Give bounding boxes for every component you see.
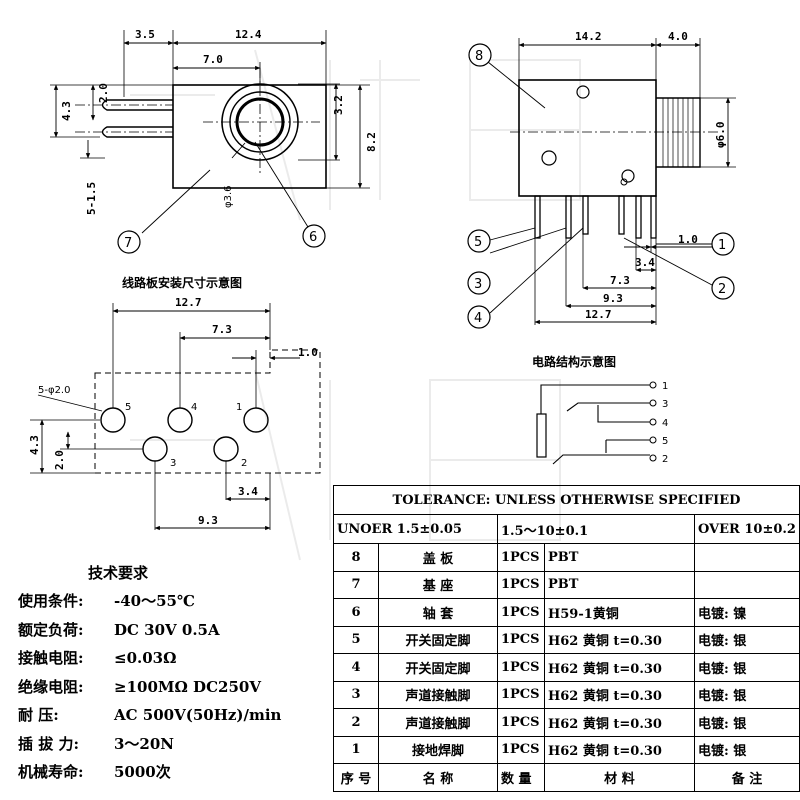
pcb-hole-4: [167, 407, 193, 433]
pcb-dim-4-3: 4.3: [28, 435, 41, 455]
pcb-dim-3-4: 3.4: [238, 485, 258, 498]
circuit-pin-3: 3: [662, 399, 668, 410]
pcb-hole-1: [243, 407, 269, 433]
front-dim-12-4: 12.4: [235, 28, 262, 41]
front-dim-phi-3-6: φ3.6: [223, 186, 234, 209]
req-row: 额定负荷:DC 30V 0.5A: [18, 620, 220, 639]
side-dim-12-7: 12.7: [585, 308, 612, 321]
req-row: 接触电阻:≤0.03Ω: [18, 649, 177, 667]
requirements-title: 技术要求: [87, 564, 148, 582]
front-view: 3.5 12.4 7.0 2.0 4.3 3.2 8.2 5-1.5 φ3.6 …: [50, 28, 378, 254]
side-dim-14-2: 14.2: [575, 30, 602, 43]
table-header-row: 序 号名 称数 量材 料备 注: [333, 763, 800, 792]
pcb-dim-2-0: 2.0: [53, 450, 66, 470]
technical-requirements: 技术要求 使用条件:-40～55℃ 额定负荷:DC 30V 0.5A 接触电阻:…: [18, 562, 328, 787]
tolerance-small: UNOER 1.5±0.05: [333, 514, 498, 544]
front-dim-7-0: 7.0: [203, 53, 223, 66]
req-row: 使用条件:-40～55℃: [18, 592, 195, 610]
pcb-dim-9-3: 9.3: [198, 514, 218, 527]
tolerance-title: TOLERANCE: UNLESS OTHERWISE SPECIFIED: [333, 485, 800, 515]
pcb-layout: 线路板安装尺寸示意图 12.7 7.3 1.0 5-φ2.0: [28, 275, 321, 531]
pcb-pin-3: 3: [170, 458, 176, 469]
pcb-dim-12-7: 12.7: [175, 296, 202, 309]
side-view: 14.2 4.0 φ6.0 1.0 3.4 7.3 9.3 12.7 8 5 3…: [467, 30, 736, 329]
callout-8-label: 8: [475, 49, 483, 64]
callout-5-label: 5: [474, 235, 482, 250]
circuit-schematic: 电路结构示意图 1 3 4 5 2: [532, 354, 668, 465]
front-dim-2-0: 2.0: [97, 83, 110, 103]
front-dim-4-3: 4.3: [60, 101, 73, 121]
circuit-pin-2: 2: [662, 454, 668, 465]
tolerance-large: OVER 10±0.2: [693, 514, 800, 544]
pcb-hole-2: [213, 436, 239, 462]
front-dim-3-5: 3.5: [135, 28, 155, 41]
side-body: [518, 79, 657, 197]
pcb-pin-1: 1: [236, 402, 242, 413]
req-row: 耐 压:AC 500V(50Hz)/min: [18, 706, 282, 724]
side-dim-3-4: 3.4: [635, 256, 655, 269]
side-dim-1-0: 1.0: [678, 233, 698, 246]
front-dim-8-2: 8.2: [365, 132, 378, 152]
req-row: 机械寿命:5000次: [18, 763, 171, 781]
circuit-pin-1: 1: [662, 381, 668, 392]
tolerance-mid: 1.5～10±0.1: [496, 514, 695, 544]
bom-table: TOLERANCE: UNLESS OTHERWISE SPECIFIED UN…: [333, 485, 800, 792]
circuit-pin-4: 4: [662, 418, 668, 429]
side-dim-4-0: 4.0: [668, 30, 688, 43]
callout-4-label: 4: [474, 311, 482, 326]
callout-7-label: 7: [124, 236, 132, 251]
callout-2-label: 2: [718, 282, 726, 297]
pcb-pin-4: 4: [191, 402, 197, 413]
side-dim-9-3: 9.3: [603, 292, 623, 305]
pcb-hole-5: [100, 407, 126, 433]
side-dim-phi-6-0: φ6.0: [714, 122, 727, 149]
front-dim-3-2: 3.2: [332, 95, 345, 115]
pcb-dim-1-0: 1.0: [298, 346, 318, 359]
pcb-title: 线路板安装尺寸示意图: [122, 275, 242, 290]
pcb-dim-5-phi-2-0: 5-φ2.0: [38, 385, 70, 396]
circuit-title: 电路结构示意图: [532, 354, 616, 369]
callout-6-circle: [302, 224, 326, 248]
circuit-pin-5: 5: [662, 436, 668, 447]
front-dim-5-1-5: 5-1.5: [85, 182, 98, 215]
side-dim-7-3: 7.3: [610, 274, 630, 287]
req-row: 绝缘电阻:≥100MΩ DC250V: [18, 677, 261, 696]
callout-3-label: 3: [474, 277, 482, 292]
pcb-dim-7-3: 7.3: [212, 323, 232, 336]
callout-6-label: 6: [309, 230, 317, 245]
req-row: 插 拔 力:3～20N: [18, 734, 175, 753]
callout-1-label: 1: [718, 238, 726, 253]
pcb-pin-2: 2: [241, 458, 247, 469]
callout-7-circle: [117, 230, 141, 254]
pcb-pin-5: 5: [125, 402, 131, 413]
